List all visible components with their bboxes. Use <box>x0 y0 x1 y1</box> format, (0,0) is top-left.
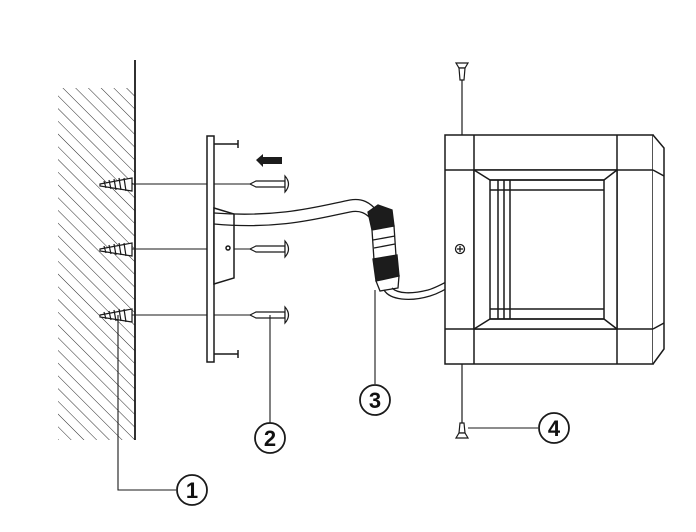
direction-arrow-icon <box>256 154 282 167</box>
cable-connector <box>367 204 400 292</box>
wall-anchor-bottom <box>99 308 133 323</box>
leader-lines <box>117 290 538 491</box>
callout-2: 2 <box>254 422 286 454</box>
callout-3: 3 <box>359 384 391 416</box>
mounting-screw-middle <box>248 239 290 259</box>
svg-text:3: 3 <box>369 388 381 413</box>
mounting-screw-bottom <box>248 305 290 325</box>
svg-text:1: 1 <box>186 478 198 503</box>
fixing-screw-bottom <box>454 364 470 439</box>
callout-1: 1 <box>176 474 208 506</box>
wall-anchor-middle <box>99 242 133 257</box>
cable-input <box>213 198 379 227</box>
svg-text:4: 4 <box>548 416 561 441</box>
luminaire-screw-icon <box>454 243 466 255</box>
mounting-screw-top <box>248 174 290 194</box>
callout-4: 4 <box>538 412 570 444</box>
svg-text:2: 2 <box>264 426 276 451</box>
wall <box>58 60 136 440</box>
luminaire-body <box>444 134 665 365</box>
mounting-plate <box>206 135 239 363</box>
wall-anchor-top <box>99 177 133 192</box>
fixing-screw-top <box>454 62 470 135</box>
